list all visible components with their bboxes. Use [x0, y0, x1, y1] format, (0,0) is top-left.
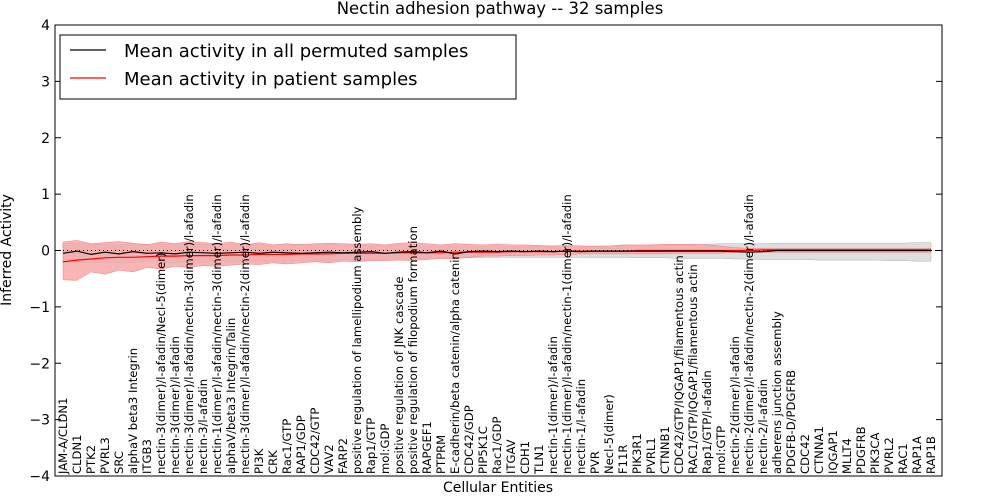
x-category-label: RAPGEF1 — [420, 421, 434, 474]
x-category-label: CDH1 — [518, 441, 532, 474]
x-category-label: Rap1/GTP/l-afadin — [700, 370, 714, 474]
series-line-permuted — [62, 249, 931, 256]
x-category-label: ITGAV — [504, 439, 518, 474]
x-category-label: Rap1/GTP — [364, 418, 378, 474]
x-category-label: PVRL1 — [644, 437, 658, 474]
legend-box — [59, 34, 517, 100]
x-category-label: VAV2 — [322, 444, 336, 474]
x-category-label: nectin-3(dimer)/l-afadin/nectin-3(dimer)… — [182, 194, 196, 474]
y-tick-label: −1 — [29, 300, 50, 316]
x-category-label: alphaV/beta3 Integrin/Talin — [224, 318, 238, 474]
y-tick-label: 1 — [41, 187, 50, 203]
chart-title: Nectin adhesion pathway -- 32 samples — [337, 0, 664, 18]
x-category-label: Rac1/GTP — [280, 419, 294, 474]
x-category-label: CDC42/GTP/IQGAP1/filamentous actin — [672, 255, 686, 474]
x-category-label: CDC42 — [798, 434, 812, 474]
x-category-label: RAP1/GDP — [294, 415, 308, 474]
x-category-label: PI3K — [252, 448, 266, 474]
x-category-label: CTNNA1 — [812, 426, 826, 474]
x-category-label: nectin-1/l-afadin — [574, 379, 588, 474]
series-lines — [55, 249, 942, 263]
x-category-label: positive regulation of lamellipodium ass… — [350, 206, 364, 474]
x-category-label: PIK3CA — [868, 433, 882, 474]
x-category-label: PVRL2 — [882, 437, 896, 474]
y-tick-label: 4 — [41, 18, 50, 34]
x-category-label: PIP5K1C — [476, 426, 490, 474]
x-axis-title: Cellular Entities — [443, 480, 553, 496]
x-category-label: RAP1A — [910, 436, 924, 474]
x-category-label: PDGFB-D/PDGFRB — [784, 370, 798, 474]
legend-label-patient: Mean activity in patient samples — [124, 69, 418, 90]
x-category-label: mol:GDP — [378, 424, 392, 474]
x-category-label: nectin-3/l-afadin — [196, 379, 210, 474]
x-category-label: E-cadherin/beta catenin/alpha catenin — [448, 252, 462, 474]
x-category-label: FARP2 — [336, 438, 350, 474]
y-tick-label: 0 — [41, 244, 50, 260]
y-tick-label: −4 — [29, 469, 50, 485]
y-tick-label: 2 — [41, 131, 50, 147]
x-category-label: PTK2 — [84, 445, 98, 474]
x-category-label: RAP1B — [924, 436, 938, 474]
legend-label-permuted: Mean activity in all permuted samples — [124, 41, 468, 62]
x-category-label: F11R — [616, 445, 630, 474]
x-category-label: CLDN1 — [70, 434, 84, 474]
x-category-label: nectin-3(dimer)/l-afadin/nectin-2(dimer)… — [238, 194, 252, 474]
x-category-label: nectin-2(dimer)/l-afadin — [728, 336, 742, 474]
x-category-label: positive regulation of filopodium format… — [406, 226, 420, 474]
x-category-label: nectin-3(dimer)/l-afadin/Necl-5(dimer) — [154, 252, 168, 474]
x-category-label: RAC1 — [896, 443, 910, 474]
x-category-label: alphaV beta3 Integrin — [126, 348, 140, 474]
x-category-label: TLN1 — [532, 444, 546, 475]
x-category-label: JAM-A/CLDN1 — [56, 398, 70, 475]
x-category-label: nectin-2/l-afadin — [756, 379, 770, 474]
x-category-label: CDC42/GTP — [308, 408, 322, 474]
x-category-label: adherens junction assembly — [770, 311, 784, 474]
x-category-label: Rac1/GDP — [490, 417, 504, 474]
legend: Mean activity in all permuted samples Me… — [59, 34, 517, 100]
x-category-label: IQGAP1 — [826, 430, 840, 474]
x-category-label: CTNNB1 — [658, 426, 672, 474]
x-category-label: PIK3R1 — [630, 433, 644, 474]
x-category-label: CRK — [266, 450, 280, 474]
x-category-label: Necl-5(dimer) — [602, 394, 616, 474]
x-category-label: PTPRM — [434, 435, 448, 474]
y-tick-label: −3 — [29, 413, 50, 429]
y-tick-label: −2 — [29, 356, 50, 372]
x-category-label: nectin-3(dimer)/l-afadin — [168, 336, 182, 474]
x-category-label: nectin-1(dimer)/l-afadin/nectin-3(dimer)… — [210, 194, 224, 474]
x-category-label: PVRL3 — [98, 437, 112, 474]
x-category-label: nectin-1(dimer)/l-afadin/nectin-1(dimer)… — [560, 194, 574, 474]
x-category-label: PVR — [588, 451, 602, 474]
x-category-label: nectin-1(dimer)/l-afadin — [546, 336, 560, 474]
x-category-label: positive regulation of JNK cascade — [392, 277, 406, 474]
x-category-label: nectin-2(dimer)/l-afadin/nectin-2(dimer)… — [742, 194, 756, 474]
x-category-label: ITGB3 — [140, 439, 154, 474]
x-category-label: SRC — [112, 451, 126, 474]
x-category-label: RAC1/GTP/IQGAP1/filamentous actin — [686, 264, 700, 474]
x-category-label: mol:GTP — [714, 426, 728, 474]
x-category-label: MLLT4 — [840, 438, 854, 474]
y-axis-title: Inferred Activity — [0, 194, 15, 306]
y-tick-label: 3 — [41, 74, 50, 90]
x-category-label: CDC42/GDP — [462, 405, 476, 474]
y-axis: −4 −3 −2 −1 0 1 2 3 4 — [29, 18, 942, 485]
x-category-label: PDGFRB — [854, 426, 868, 474]
